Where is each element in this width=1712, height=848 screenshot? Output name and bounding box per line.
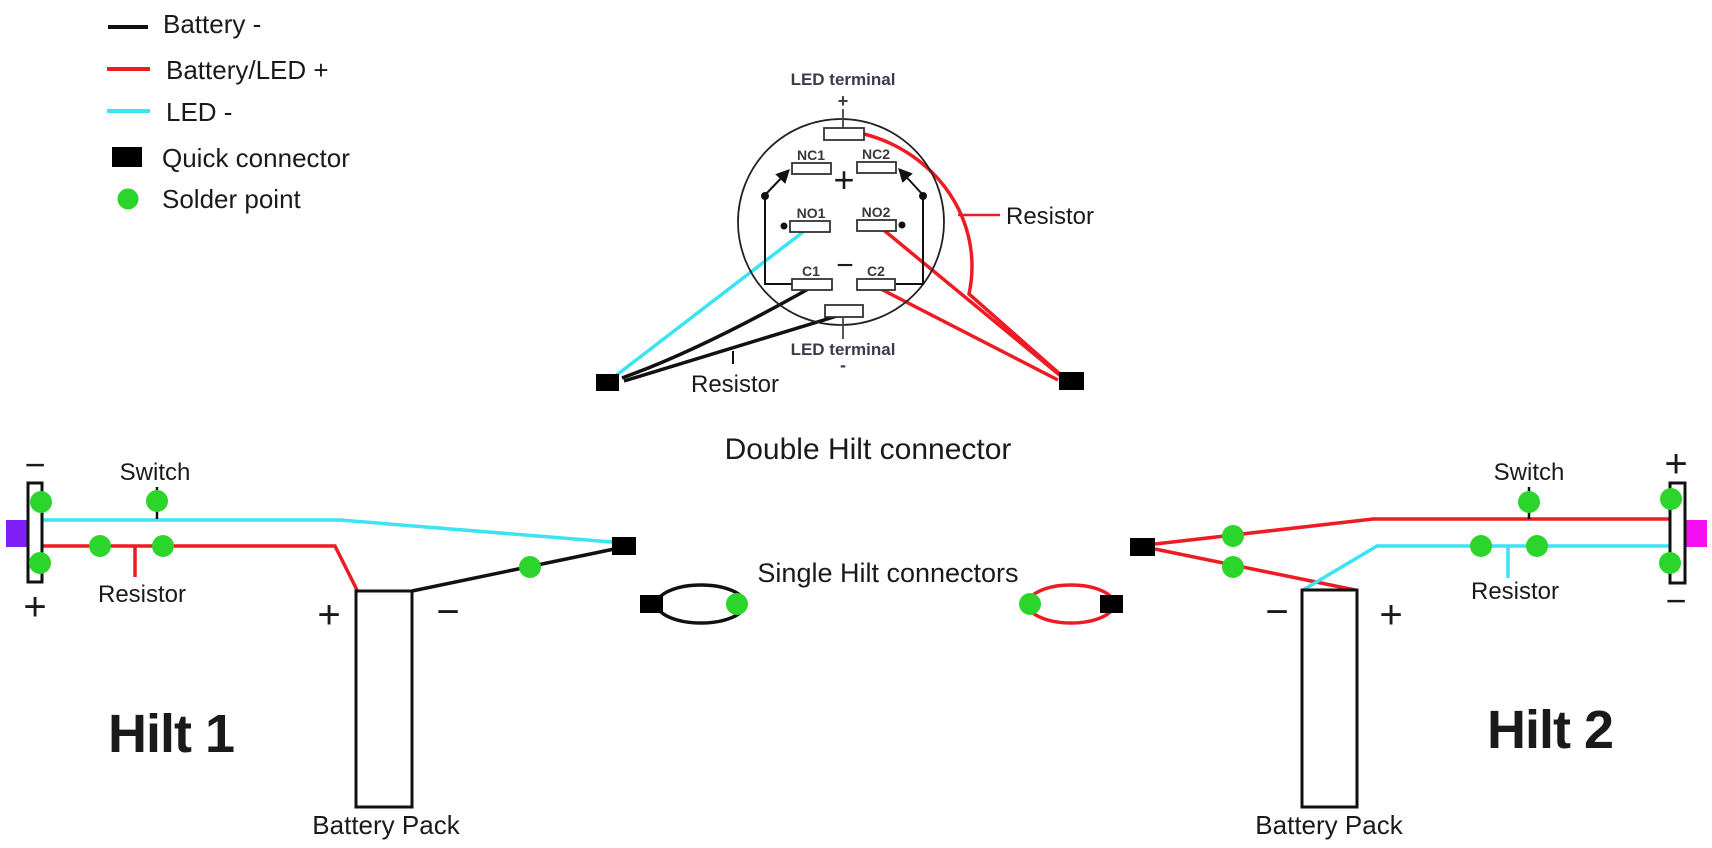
switch-plus-sign: + <box>833 159 854 200</box>
left-contact-bracket <box>764 196 792 285</box>
no1-dot <box>780 222 788 230</box>
hilt1-led-minus-sign: − <box>24 444 45 485</box>
hilt2-solder-point-switch <box>1518 491 1540 513</box>
hilt1-solder-point-resistor-a <box>89 535 111 557</box>
hilt1-quick-connector <box>612 537 636 555</box>
hilt1-diagram: − + Switch Resistor + − Battery Pack Hil… <box>6 444 636 840</box>
hilt2-battery-minus-sign: − <box>1265 590 1288 634</box>
legend-label-battery-led-positive: Battery/LED + <box>166 55 329 85</box>
no1-label: NO1 <box>797 205 826 221</box>
hilt1-solder-point-led-bottom <box>29 552 51 574</box>
switch-minus-sign: − <box>836 249 854 282</box>
led-terminal-top-polarity: + <box>838 91 849 111</box>
no2-label: NO2 <box>862 204 891 220</box>
nc1-label: NC1 <box>797 147 825 163</box>
right-contact-bracket <box>896 196 924 285</box>
hilt2-solder-point-led-top <box>1660 488 1682 510</box>
led-terminal-bottom-polarity: - <box>840 355 846 375</box>
wire-resistor-loop-led-terminal-bottom <box>623 314 838 383</box>
led-terminal-bottom-label: LED terminal <box>791 340 896 359</box>
double-hilt-caption: Double Hilt connector <box>725 433 1012 466</box>
hilt2-diagram: Switch Resistor − + Battery Pack + − Hil… <box>1130 442 1707 840</box>
resistor-left-label: Resistor <box>691 371 779 398</box>
hilt1-solder-point-switch <box>146 490 168 512</box>
hilt2-led-plus-sign: + <box>1664 442 1687 486</box>
hilt1-solder-point-negative <box>519 556 541 578</box>
nc2-pin <box>856 161 897 174</box>
led-terminal-bottom-pin <box>824 304 864 318</box>
wire-led-negative-no1 <box>612 227 809 379</box>
hilt1-battery-plus-sign: + <box>317 593 340 637</box>
wire-positive-led-terminal-top <box>863 132 1064 378</box>
hilt1-led-plus-sign: + <box>23 585 46 629</box>
hilt1-solder-point-led-top <box>30 491 52 513</box>
hilt2-solder-point-resistor-b <box>1526 535 1548 557</box>
hilt2-title: Hilt 2 <box>1487 700 1613 760</box>
hilt2-solder-point-resistor-a <box>1470 535 1492 557</box>
hilt1-resistor-label: Resistor <box>98 581 186 608</box>
hilt2-resistor-label: Resistor <box>1471 578 1559 605</box>
hilt2-switch-label: Switch <box>1494 459 1565 486</box>
nc1-contact-arrow <box>764 168 790 196</box>
hilt2-led-minus-sign: − <box>1665 580 1686 621</box>
single-hilt-caption: Single Hilt connectors <box>757 558 1018 588</box>
hilt2-battery-pack <box>1300 588 1359 809</box>
hilt1-led-emitter <box>6 520 29 547</box>
c2-label: C2 <box>867 263 885 279</box>
hilt1-battery-minus-sign: − <box>436 590 459 634</box>
hilt1-battery-label: Battery Pack <box>312 810 460 840</box>
hilt1-solder-point-resistor-b <box>152 535 174 557</box>
hilt1-wire-positive <box>42 544 359 591</box>
hilt1-switch-label: Switch <box>120 459 191 486</box>
nc1-pin <box>791 162 832 175</box>
hilt2-solder-point-positive-a <box>1222 525 1244 547</box>
legend-label-battery-negative: Battery - <box>163 9 261 39</box>
hilt2-battery-label: Battery Pack <box>1255 810 1403 840</box>
nc2-contact-arrow <box>898 167 924 196</box>
hilt2-led-emitter <box>1684 520 1707 547</box>
legend-label-quick-connector: Quick connector <box>162 143 350 173</box>
hilt1-wire-battery-negative <box>411 545 625 593</box>
switch-body-circle <box>737 118 945 326</box>
hilt1-title: Hilt 1 <box>108 704 234 764</box>
single-hilt-connectors: Single Hilt connectors <box>640 558 1123 625</box>
quick-connector-double-right <box>1059 372 1084 390</box>
quick-connector-single-left <box>640 595 663 613</box>
quick-connector-double-left <box>596 374 619 391</box>
hilt2-solder-point-led-bottom <box>1659 552 1681 574</box>
nc2-label: NC2 <box>862 146 890 162</box>
hilt2-quick-connector <box>1130 538 1155 556</box>
solder-point-single-right <box>1019 593 1041 615</box>
hilt2-battery-plus-sign: + <box>1379 593 1402 637</box>
hilt2-solder-point-positive-b <box>1222 556 1244 578</box>
wire-battery-negative-c1 <box>621 286 811 380</box>
led-terminal-top-pin <box>823 127 865 141</box>
hilt1-wire-led-negative <box>42 518 625 545</box>
led-terminal-top-label: LED terminal <box>791 70 896 89</box>
solder-point-single-left <box>726 593 748 615</box>
hilt2-wire-led-negative <box>1302 544 1670 592</box>
wire-positive-no2 <box>878 225 1064 379</box>
c1-label: C1 <box>802 263 820 279</box>
legend: Battery - Battery/LED + LED - Quick conn… <box>107 9 350 214</box>
double-hilt-connector-diagram: LED terminal + NC1 NC2 + NO1 NO2 C1 − C2 <box>596 70 1094 466</box>
resistor-right-label: Resistor <box>1006 203 1094 230</box>
quick-connector-single-right <box>1100 595 1123 613</box>
legend-label-solder-point: Solder point <box>162 184 302 214</box>
c2-pin <box>856 278 896 291</box>
wire-positive-c2 <box>876 285 1059 382</box>
no2-pin <box>856 219 897 232</box>
legend-solder-point-swatch <box>117 188 139 210</box>
legend-label-led-negative: LED - <box>166 97 232 127</box>
hilt2-wire-battery-positive <box>1154 547 1356 592</box>
hilt1-battery-pack <box>354 589 414 809</box>
no2-dot <box>898 221 906 229</box>
no1-pin <box>789 220 831 233</box>
c1-pin <box>791 278 833 291</box>
legend-quick-connector-swatch <box>112 147 142 167</box>
